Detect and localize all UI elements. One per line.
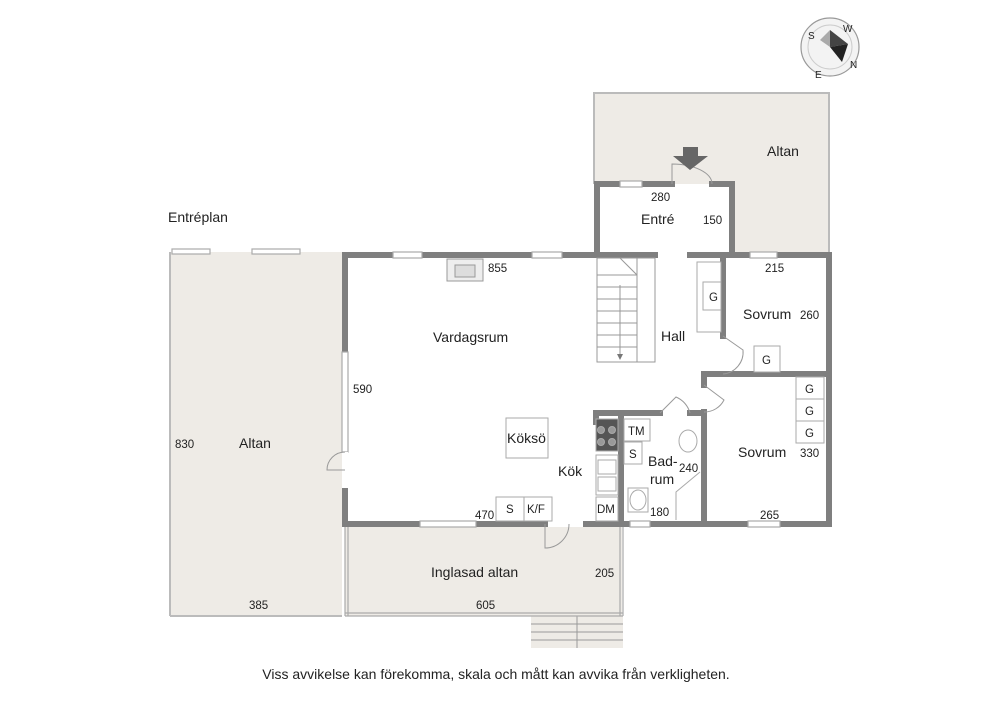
fixture-kitchen-s: S — [506, 504, 514, 516]
dim-kok-width: 470 — [475, 510, 494, 522]
wardrobe-label-sovrum-1: G — [762, 355, 771, 367]
room-label-kok: Kök — [558, 463, 583, 479]
disclaimer-text: Viss avvikelse kan förekomma, skala och … — [262, 666, 730, 682]
compass-s: S — [808, 31, 815, 42]
room-label-koksö: Köksö — [507, 430, 546, 446]
staircase — [596, 257, 656, 363]
room-label-altan-west: Altan — [239, 435, 271, 451]
compass-n: N — [850, 60, 857, 71]
dim-altan-west-width: 385 — [249, 600, 268, 612]
fireplace — [446, 258, 484, 282]
compass-icon: W N S E — [800, 17, 860, 81]
compass-e: E — [815, 70, 822, 81]
room-label-badrum-line1: Bad- — [648, 453, 678, 469]
fixture-kf: K/F — [527, 504, 545, 516]
floor-level-label: Entréplan — [168, 209, 228, 225]
dim-entre-height: 150 — [703, 215, 722, 227]
inglasad-altan-area — [345, 527, 622, 616]
dim-altan-west-height: 830 — [175, 439, 194, 451]
kitchen-island — [505, 417, 549, 459]
dim-badrum-width: 180 — [650, 507, 669, 519]
fixture-dm: DM — [597, 504, 615, 516]
room-label-badrum-line2: rum — [650, 471, 674, 487]
dim-vardagsrum-width: 855 — [488, 263, 507, 275]
altan-west-area — [170, 252, 342, 617]
room-label-entre: Entré — [641, 211, 675, 227]
dim-sovrum-2-height: 330 — [800, 448, 819, 460]
altan-north-area — [594, 93, 829, 252]
dim-inglasad-height: 205 — [595, 568, 614, 580]
wardrobe-label-hall: G — [709, 292, 718, 304]
wardrobe-label-sovrum-2-b: G — [805, 406, 814, 418]
dim-badrum-height: 240 — [679, 463, 698, 475]
dim-inglasad-width: 605 — [476, 600, 495, 612]
fixture-tm: TM — [628, 426, 645, 438]
dim-entre-width: 280 — [651, 192, 670, 204]
wardrobe-label-sovrum-2-a: G — [805, 384, 814, 396]
room-label-sovrum-1: Sovrum — [743, 306, 791, 322]
fixture-bath-s: S — [629, 449, 637, 461]
dim-sovrum-2-width: 265 — [760, 510, 779, 522]
dim-sovrum-1-height: 260 — [800, 310, 819, 322]
wardrobe-label-sovrum-2-c: G — [805, 428, 814, 440]
room-label-altan-north: Altan — [767, 143, 799, 159]
entrance-arrow-icon — [673, 147, 708, 170]
room-label-vardagsrum: Vardagsrum — [433, 329, 508, 345]
room-label-sovrum-2: Sovrum — [738, 444, 786, 460]
room-label-hall: Hall — [661, 328, 685, 344]
dim-vardagsrum-height: 590 — [353, 384, 372, 396]
compass-w: W — [843, 24, 853, 35]
dim-sovrum-1-width: 215 — [765, 263, 784, 275]
room-label-inglasad-altan: Inglasad altan — [431, 564, 518, 580]
